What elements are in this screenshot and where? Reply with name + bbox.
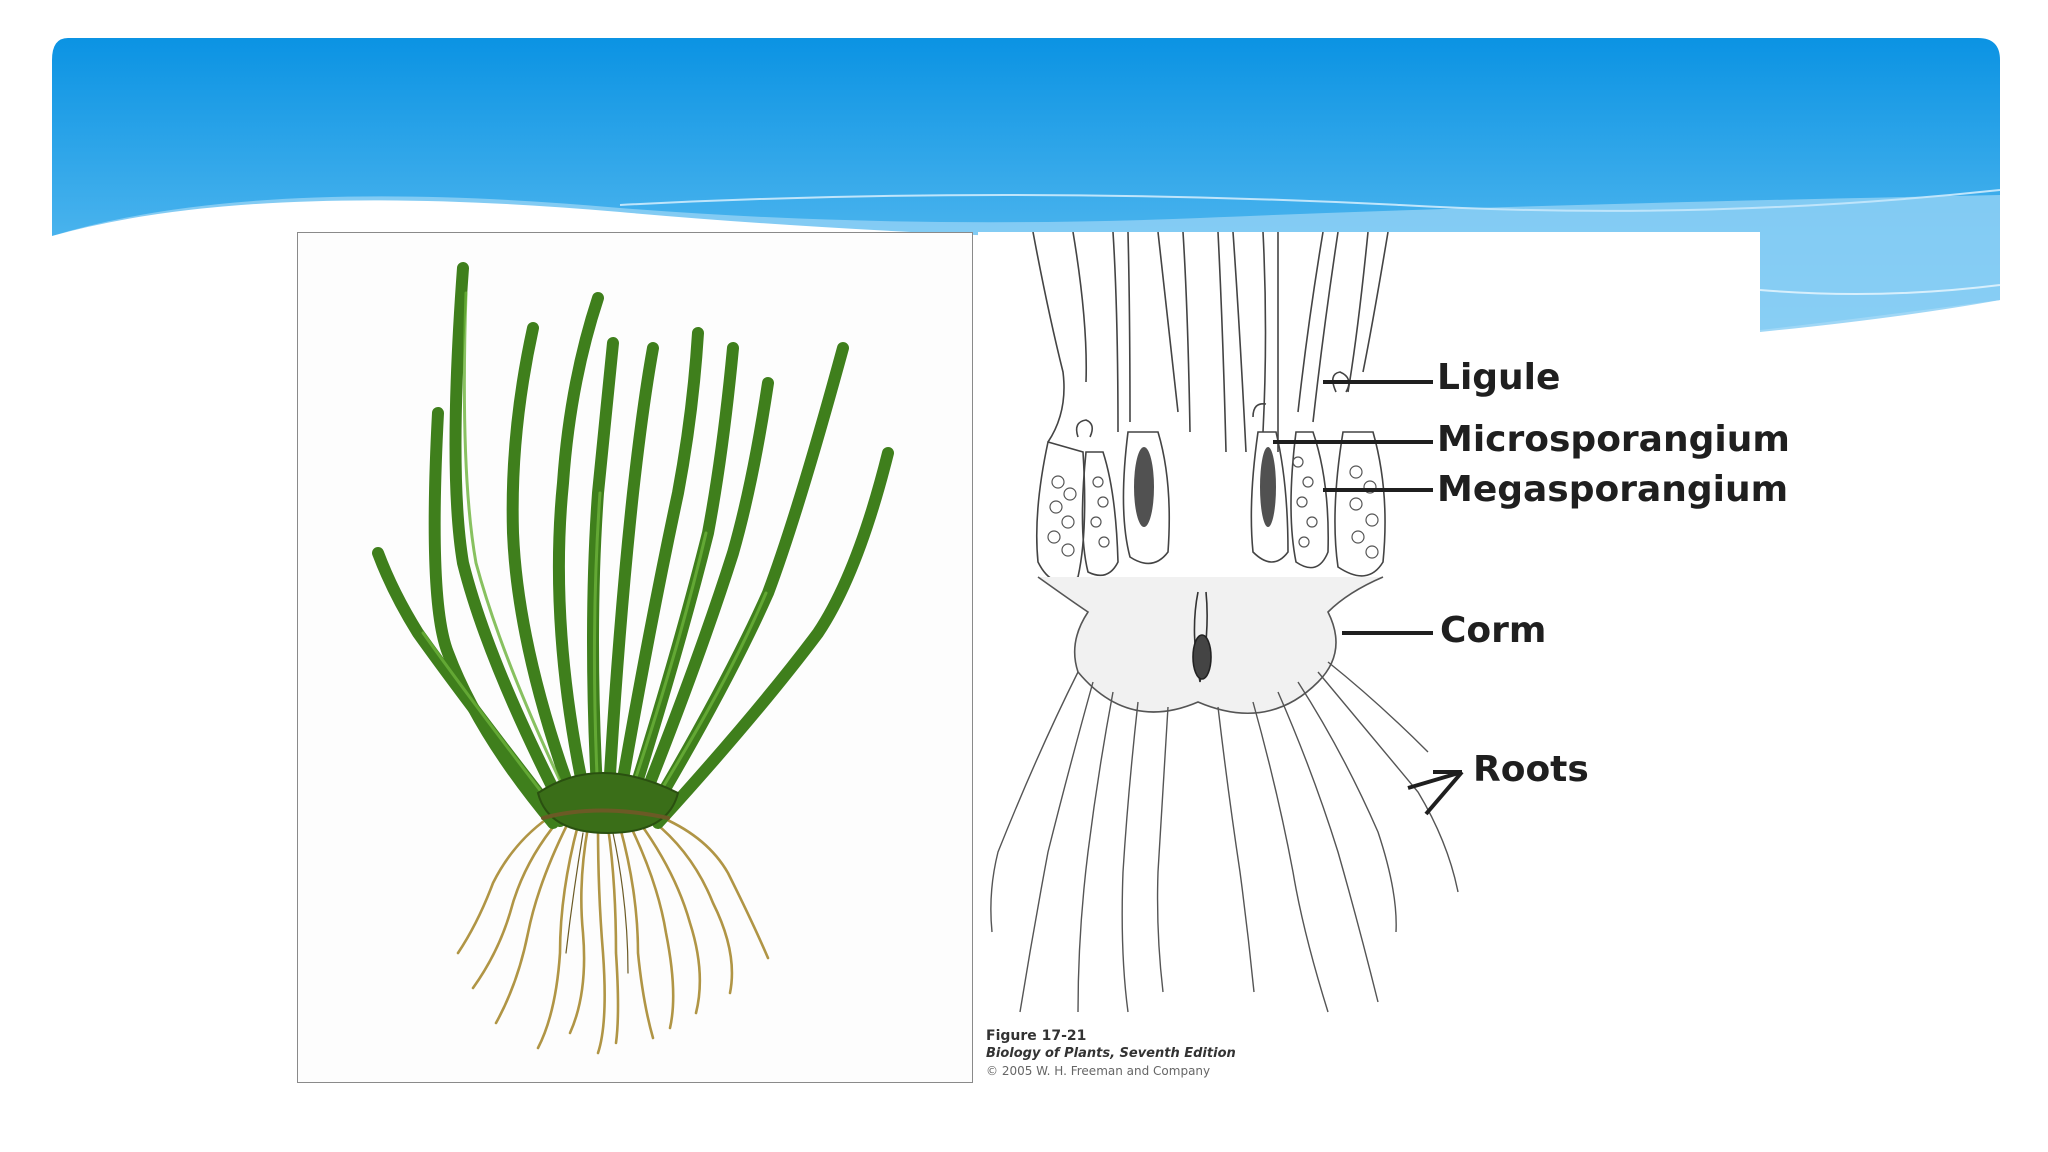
figure-number: Figure 17-21 <box>986 1028 1087 1044</box>
corm-cross-section-drawing <box>990 231 1464 1013</box>
label-microsporangium: Microsporangium <box>1437 419 1790 460</box>
plant-leaves <box>372 262 894 829</box>
figure-copyright: © 2005 W. H. Freeman and Company <box>986 1064 1211 1078</box>
cross-section-panel: Ligule Microsporangium Megasporangium Co… <box>978 231 1790 1083</box>
label-leader-lines <box>1273 380 1464 816</box>
plant-roots <box>456 816 770 1055</box>
label-ligule: Ligule <box>1437 357 1561 398</box>
figure-source-book: Biology of Plants, Seventh Edition <box>986 1046 1236 1061</box>
isoetes-plant-drawing <box>372 262 894 1055</box>
label-roots: Roots <box>1473 749 1589 790</box>
plant-illustration-panel <box>297 232 973 1083</box>
label-corm: Corm <box>1440 610 1547 651</box>
label-megasporangium: Megasporangium <box>1437 469 1789 510</box>
